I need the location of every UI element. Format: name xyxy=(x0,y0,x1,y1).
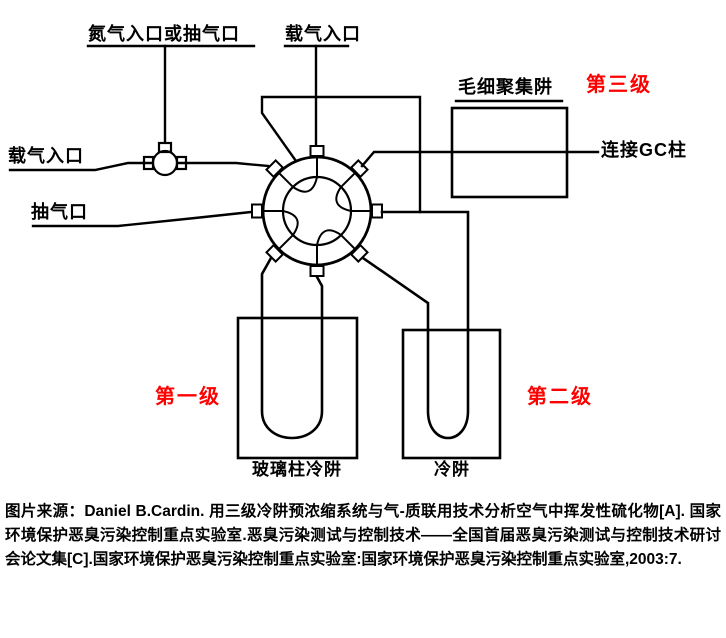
port-nw xyxy=(265,159,285,179)
tee-valve-body xyxy=(151,149,179,177)
cold-trap-utube xyxy=(361,210,470,440)
port-ne xyxy=(349,159,369,179)
valve-port-fittings xyxy=(251,145,383,277)
capillary-trap-box xyxy=(450,106,569,199)
bypass-loop-line xyxy=(260,95,422,214)
preconcentration-diagram xyxy=(8,44,600,460)
tee-valve-top-fitting xyxy=(157,141,173,154)
label-nitrogen-or-pump-inlet: 氮气入口或抽气口 xyxy=(88,24,240,44)
valve-port-stubs xyxy=(262,156,372,266)
tee-valve-right-fitting xyxy=(175,155,188,171)
figure-source-caption: 图片来源：Daniel B.Cardin. 用三级冷阱预浓缩系统与气-质联用技术… xyxy=(5,503,721,569)
label-pump-outlet: 抽气口 xyxy=(31,202,88,222)
carrier-left-line xyxy=(8,161,154,172)
valve-rotor-channels xyxy=(281,175,353,247)
label-stage-one: 第一级 xyxy=(155,386,221,408)
tee-valve-left-fitting xyxy=(142,155,155,171)
rotary-valve xyxy=(251,145,383,277)
tee-valve xyxy=(142,141,188,177)
label-cold-trap: 冷阱 xyxy=(434,460,470,479)
leader-lines xyxy=(8,44,600,228)
port-se xyxy=(349,243,369,263)
label-carrier-gas-inlet-left: 载气入口 xyxy=(8,146,84,166)
label-stage-three: 第三级 xyxy=(586,74,652,96)
label-connect-gc-column: 连接GC柱 xyxy=(601,140,687,160)
port-w xyxy=(251,203,263,219)
label-glass-column-cold-trap: 玻璃柱冷阱 xyxy=(252,460,342,479)
glass-trap-utube xyxy=(260,256,324,440)
port-s xyxy=(309,265,325,277)
gc-column-line xyxy=(360,150,600,168)
port-n xyxy=(309,145,325,157)
tee-to-valve-line xyxy=(176,161,270,168)
trap-tubes xyxy=(260,210,470,440)
label-stage-two: 第二级 xyxy=(527,386,593,408)
glass-trap-box xyxy=(236,316,359,460)
label-carrier-gas-inlet-top: 载气入口 xyxy=(285,24,361,44)
pump-line xyxy=(31,210,253,228)
port-e xyxy=(371,203,383,219)
label-capillary-focusing-trap: 毛细聚集阱 xyxy=(458,77,553,97)
port-sw xyxy=(265,243,285,263)
cold-trap-box xyxy=(401,328,502,460)
